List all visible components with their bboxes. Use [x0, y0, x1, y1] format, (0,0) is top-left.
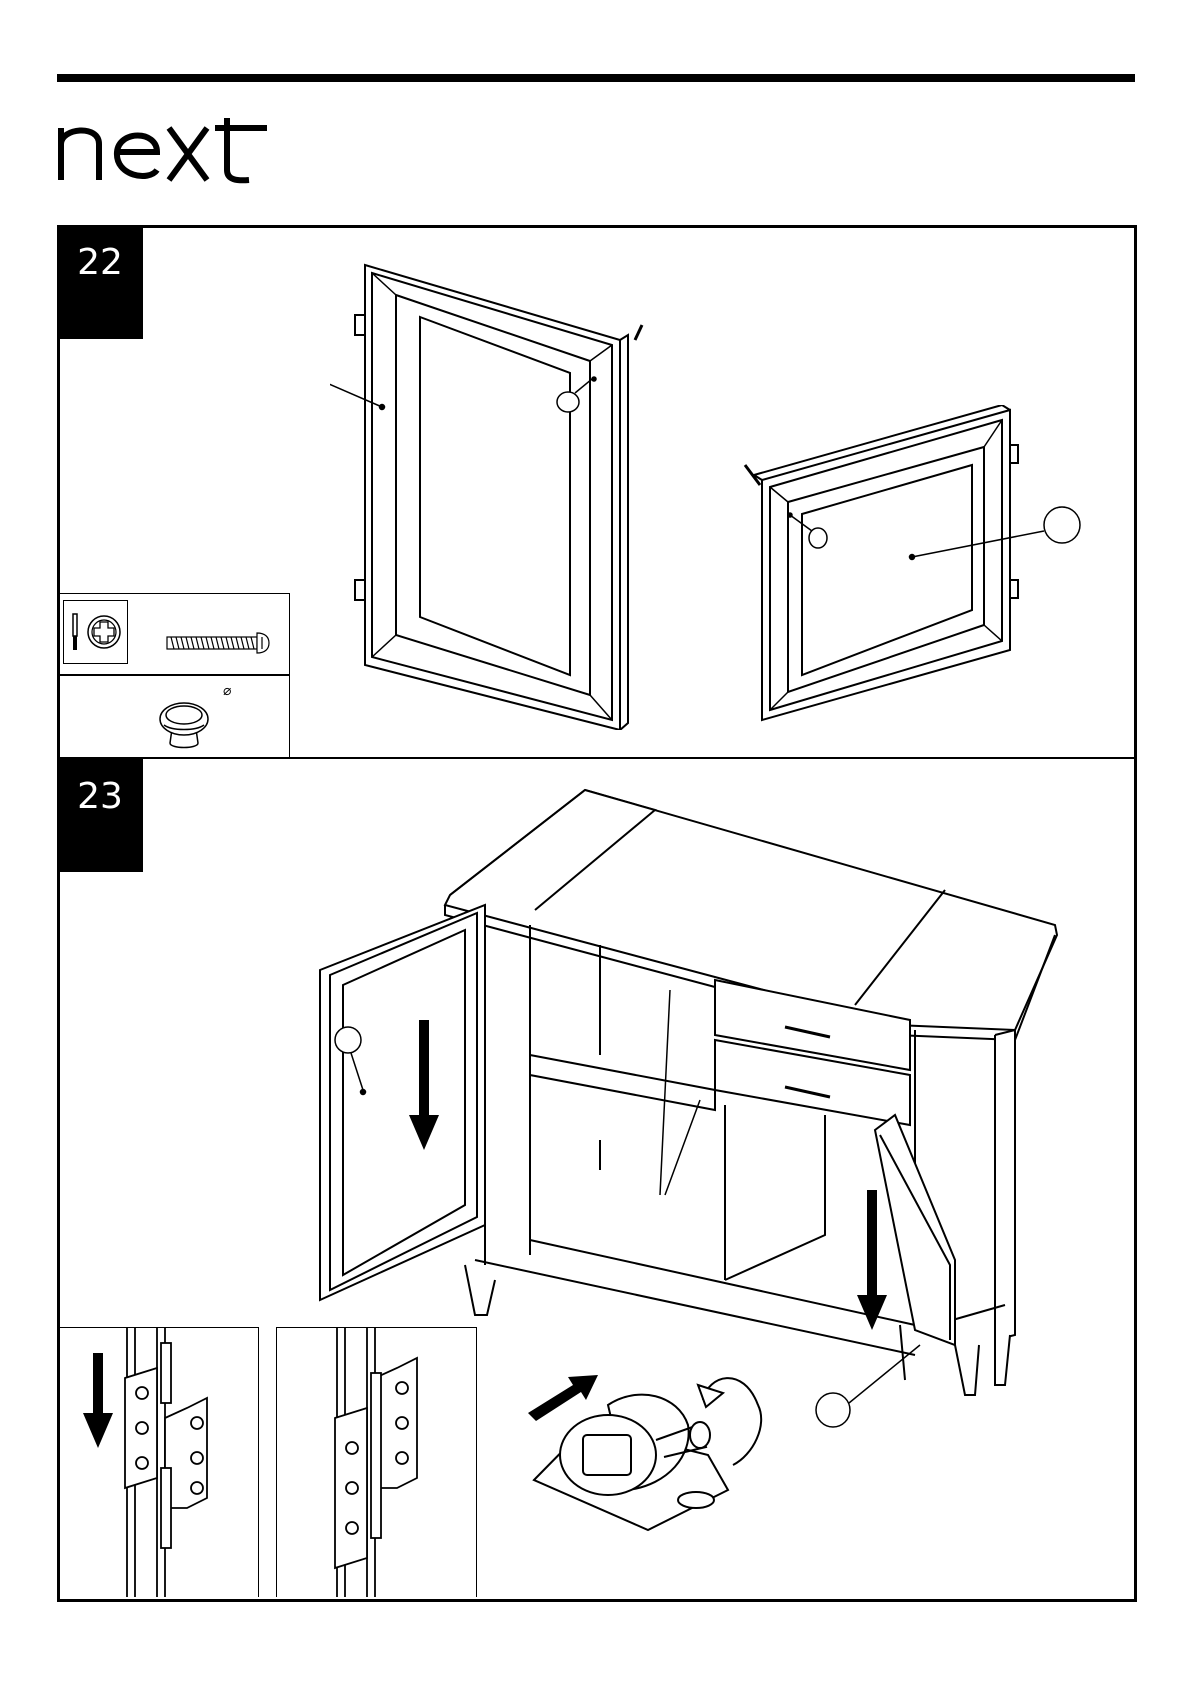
next-logo	[57, 118, 272, 188]
magnetic-catch-illustration	[528, 1345, 778, 1535]
screw-icon	[165, 629, 275, 659]
step-number-23: 23	[57, 759, 143, 872]
phillips-screwdriver-icon	[63, 600, 128, 664]
diameter-symbol: ⌀	[223, 683, 231, 699]
door-left-illustration	[330, 255, 660, 730]
parts-separator	[57, 674, 290, 676]
hinge-detail-right	[276, 1327, 477, 1597]
door-right-illustration	[740, 405, 1090, 725]
hinge-detail-left	[57, 1327, 259, 1597]
knob-icon	[154, 695, 214, 753]
step-number-22: 22	[57, 225, 143, 339]
header-rule	[57, 74, 1135, 82]
